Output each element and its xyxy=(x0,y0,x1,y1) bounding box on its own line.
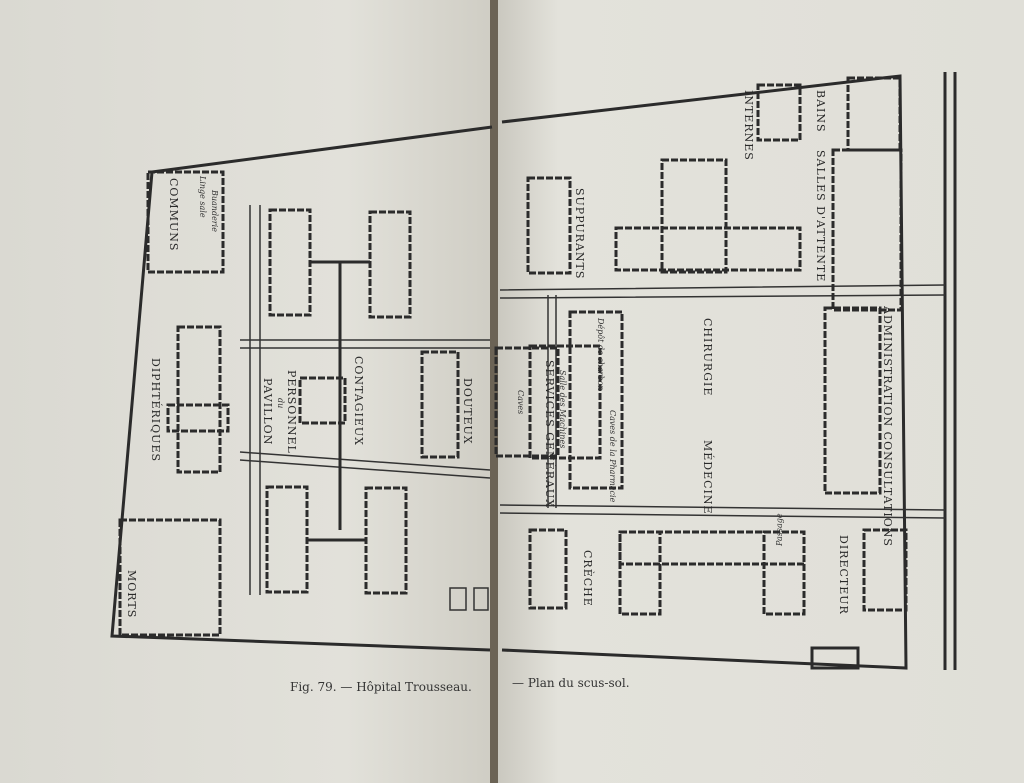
label-douteux: DOUTEUX xyxy=(461,378,474,445)
label-internes: INTERNES xyxy=(742,90,755,161)
label-depot: Dépôt de charbon xyxy=(596,317,605,391)
label-contagieux: CONTAGIEUX xyxy=(352,356,365,446)
label-caves: Caves xyxy=(516,390,525,414)
label-medecine: MÉDECINE xyxy=(701,440,715,515)
label-salles-attente: SALLES D'ATTENTE xyxy=(814,150,827,282)
label-suppurants: SUPPURANTS xyxy=(573,188,586,279)
label-diphteriques: DIPHTÉRIQUES xyxy=(149,358,163,462)
label-salle-machines: Salle des Machines xyxy=(558,370,567,448)
label-lingerie: Linge sale xyxy=(198,175,207,218)
label-buanderie: Buanderie xyxy=(210,189,219,232)
plan-labels: COMMUNS Linge sale Buanderie DIPHTÉRIQUE… xyxy=(125,90,894,618)
label-chirurgie: CHIRURGIE xyxy=(701,318,714,396)
label-morts: MORTS xyxy=(125,570,138,618)
label-creche: CRÈCHE xyxy=(581,550,595,607)
buildings-right xyxy=(494,76,908,670)
label-passage: Passage xyxy=(775,513,784,547)
label-bains: BAINS xyxy=(814,90,827,133)
label-caves-pharmacie: Caves de la Pharmacie xyxy=(608,410,617,503)
site-boundary xyxy=(110,74,908,670)
left-page xyxy=(0,0,495,783)
label-administration: ADMINISTRATION CONSULTATIONS xyxy=(881,305,894,547)
label-pavillon: PAVILLON xyxy=(261,378,274,445)
label-services: SERVICES GÉNÉRAUX xyxy=(543,360,557,508)
label-directeur: DIRECTEUR xyxy=(837,535,850,615)
label-communs: COMMUNS xyxy=(167,178,180,251)
label-personnel: PERSONNEL xyxy=(285,370,298,454)
buildings-left xyxy=(118,170,489,637)
book-gutter xyxy=(490,0,498,783)
figure-caption-right: — Plan du scus-sol. xyxy=(512,676,630,690)
roads xyxy=(239,205,946,595)
figure-caption-left: Fig. 79. — Hôpital Trousseau. xyxy=(290,680,472,694)
label-du: du xyxy=(276,398,285,408)
